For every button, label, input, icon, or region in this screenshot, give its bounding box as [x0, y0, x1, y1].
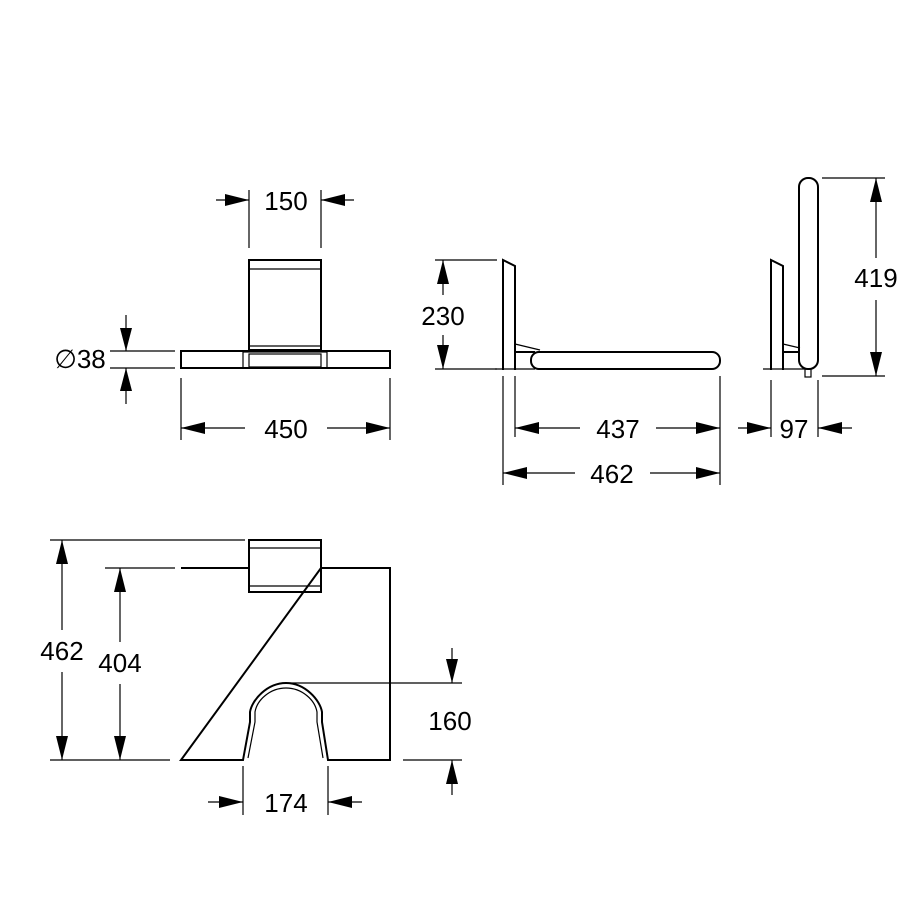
dim-404-label: 404: [98, 648, 141, 678]
top-view: 462 404 160 174: [40, 539, 472, 818]
dim-174-label: 174: [264, 788, 307, 818]
dim-462-top-label: 462: [40, 636, 83, 666]
dim-419-label: 419: [854, 263, 897, 293]
dim-230-label: 230: [421, 301, 464, 331]
side-view: 230 437 462: [421, 258, 721, 489]
dim-38-label: ∅38: [54, 344, 106, 374]
front-view: 150 ∅38 450: [54, 186, 391, 444]
dim-160-label: 160: [428, 706, 471, 736]
dim-150-label: 150: [264, 186, 307, 216]
folded-view: 419 97: [738, 177, 898, 444]
dim-450-label: 450: [264, 414, 307, 444]
dim-462-side-label: 462: [590, 459, 633, 489]
dim-437-label: 437: [596, 414, 639, 444]
dim-97-label: 97: [780, 414, 809, 444]
